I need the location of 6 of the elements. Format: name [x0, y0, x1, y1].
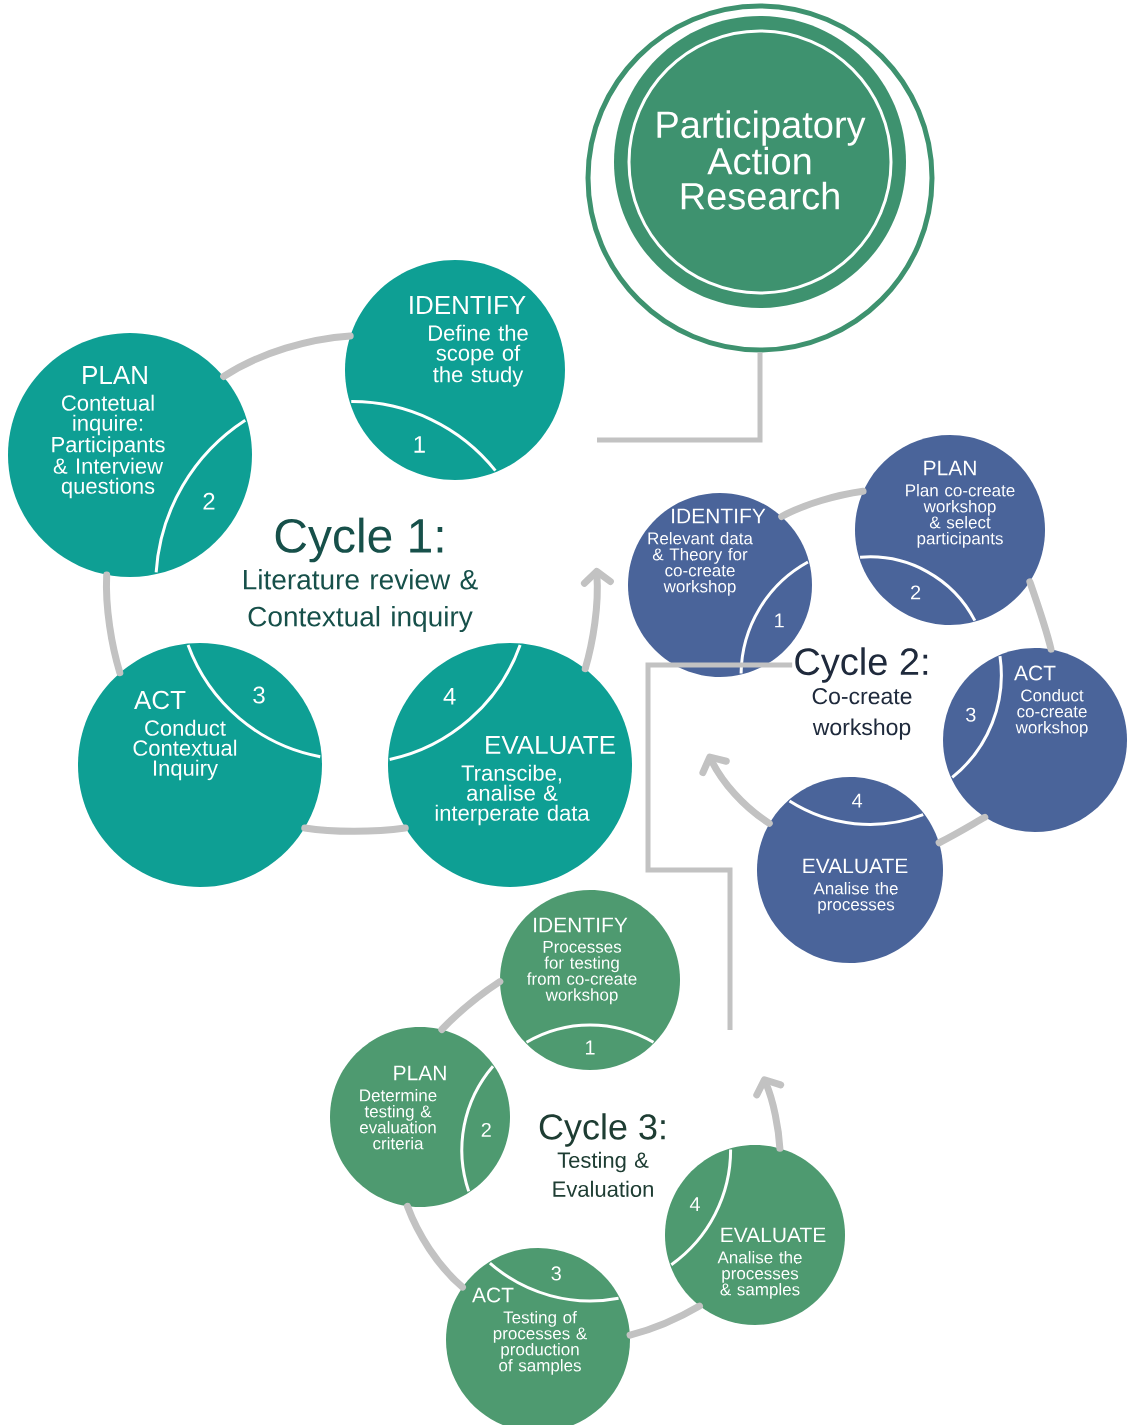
arrow [580, 567, 614, 673]
arrow [699, 753, 773, 827]
connector-line [597, 352, 763, 443]
connector-line [645, 662, 793, 1030]
cycle-title: Cycle 3: Testing & Evaluation [539, 1113, 665, 1197]
arrow [753, 1076, 785, 1152]
